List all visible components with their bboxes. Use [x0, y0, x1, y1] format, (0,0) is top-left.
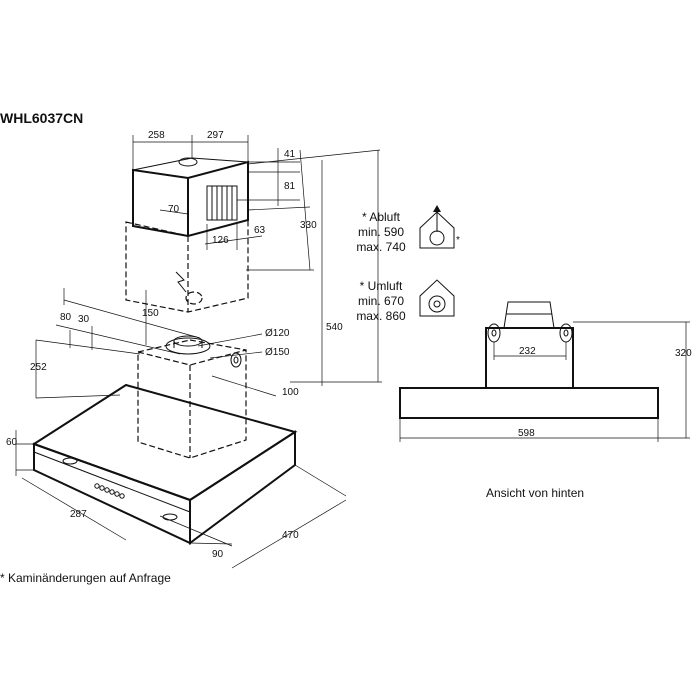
rear-duct [503, 301, 555, 329]
recirculation-house-icon [419, 279, 455, 317]
recirculation-min: min. 670 [357, 294, 405, 308]
dim-d120: Ø120 [265, 328, 290, 339]
dim-70: 70 [168, 204, 180, 215]
rear-view-caption: Ansicht von hinten [486, 486, 585, 500]
front-view: 258 297 41 81 70 126 63 330 540 150 80 3… [6, 130, 382, 569]
dim-470: 470 [282, 530, 299, 541]
exhaust-house-icon: * [419, 205, 460, 249]
lamp-left [62, 457, 78, 465]
dim-297: 297 [207, 130, 224, 141]
dim-63: 63 [254, 225, 266, 236]
dim-150: 150 [142, 308, 159, 319]
rear-bracket-left [487, 323, 501, 343]
dim-41: 41 [284, 149, 296, 160]
motor-housing [137, 349, 247, 459]
dim-80: 80 [60, 312, 72, 323]
recirculation-note: * Umluft min. 670 max. 860 [350, 279, 412, 324]
dim-d150: Ø150 [265, 347, 290, 358]
dim-540: 540 [326, 322, 343, 333]
dim-60: 60 [6, 437, 18, 448]
chimney-upper [132, 160, 249, 238]
rear-view: 232 598 320 [399, 301, 692, 442]
vent-grille [206, 185, 238, 221]
recirculation-max: max. 860 [356, 309, 406, 323]
dim-252: 252 [30, 362, 47, 373]
dim-100: 100 [282, 387, 299, 398]
svg-text:*: * [456, 235, 460, 246]
electric-icon [175, 271, 187, 293]
footnote: * Kaminänderungen auf Anfrage [0, 571, 171, 585]
rear-canopy [399, 387, 659, 419]
exhaust-note: * Abluft min. 590 max. 740 [350, 210, 412, 255]
rear-bracket-right [559, 323, 573, 343]
dim-330: 330 [300, 220, 317, 231]
dimension-lines [15, 135, 382, 569]
dim-258: 258 [148, 130, 165, 141]
exhaust-label: * Abluft [361, 210, 401, 224]
dim-30: 30 [78, 314, 90, 325]
top-vent [178, 157, 198, 167]
lamp-right [162, 513, 178, 521]
dim-126: 126 [212, 235, 229, 246]
dim-81: 81 [284, 181, 296, 192]
dim-90: 90 [212, 549, 224, 560]
rear-dim-598: 598 [518, 428, 535, 439]
dimension-labels: 258 297 41 81 70 126 63 330 540 150 80 3… [6, 130, 343, 560]
duct-collar [165, 337, 211, 355]
rear-dim-320: 320 [675, 348, 692, 359]
dim-287: 287 [70, 509, 87, 520]
wall-bracket [230, 352, 242, 368]
control-panel [94, 483, 125, 499]
model-title: WHL6037CN [0, 110, 84, 126]
rear-dim-232: 232 [519, 346, 536, 357]
exhaust-min: min. 590 [357, 225, 405, 239]
recirculation-label: * Umluft [359, 279, 403, 293]
exhaust-max: max. 740 [356, 240, 406, 254]
